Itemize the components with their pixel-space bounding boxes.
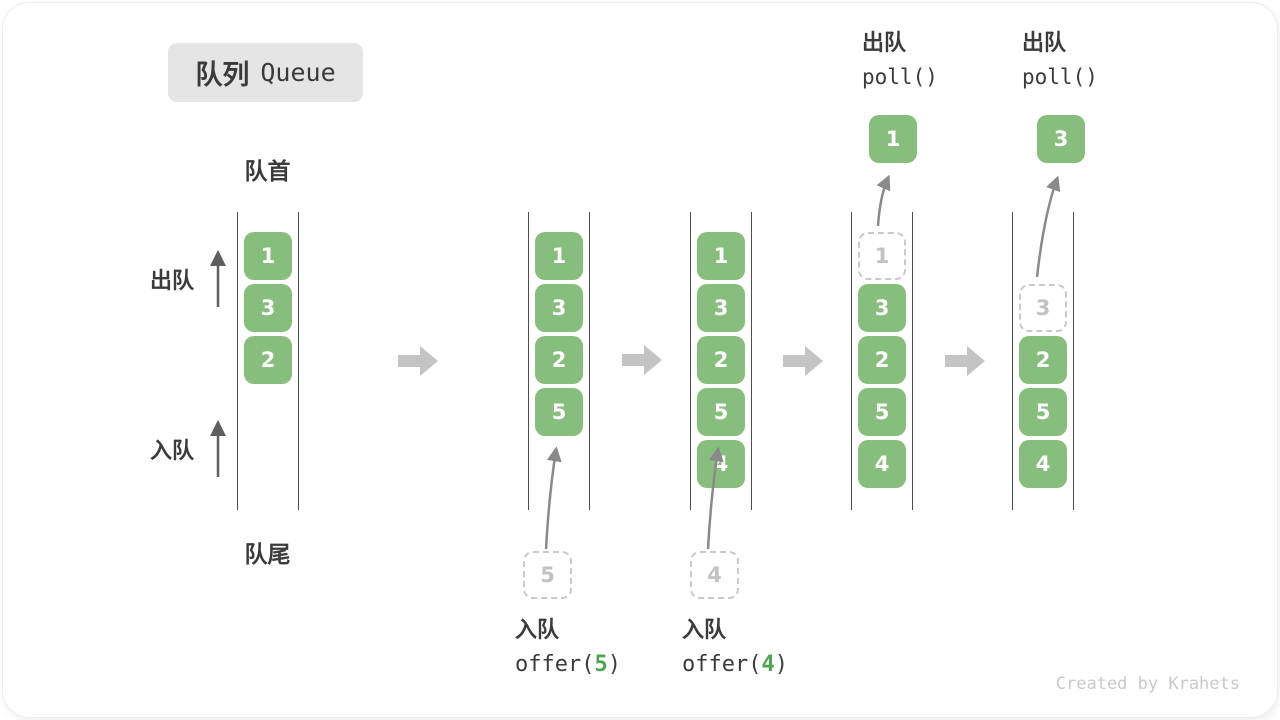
- queue-element: 3: [697, 284, 745, 332]
- diagram-card: [3, 3, 1277, 717]
- enqueue-op-code: offer(4): [682, 652, 788, 678]
- dequeue-operation-1: 出队 poll(): [862, 30, 938, 90]
- queue-front-label: 队首: [244, 158, 291, 184]
- queue-element: 1: [244, 232, 292, 280]
- dequeue-direction-label: 出队: [150, 268, 195, 293]
- queue-element: 3: [858, 284, 906, 332]
- enqueue-direction-label: 入队: [150, 438, 195, 463]
- queue-element: 4: [858, 440, 906, 488]
- queue-element: 2: [535, 336, 583, 384]
- queue-element: 5: [697, 388, 745, 436]
- queue-state-5: 3 2 5 4: [1012, 212, 1074, 510]
- enqueue-operation-4: 入队 offer(4): [682, 617, 788, 678]
- queue-element: 2: [858, 336, 906, 384]
- queue-element: 1: [697, 232, 745, 280]
- queue-state-1: 1 3 2: [237, 212, 299, 510]
- queue-rear-label: 队尾: [244, 541, 291, 567]
- code-arg: 4: [761, 652, 775, 677]
- dequeue-operation-3: 出队 poll(): [1022, 30, 1098, 90]
- code-text: ): [774, 652, 788, 677]
- queue-element: 4: [1019, 440, 1067, 488]
- queue-element: 2: [697, 336, 745, 384]
- dequeue-op-label: 出队: [1022, 30, 1067, 55]
- dequeue-op-code: poll(): [1022, 65, 1098, 89]
- queue-state-2: 1 3 2 5: [528, 212, 590, 510]
- queue-state-3: 1 3 2 5 4: [690, 212, 752, 510]
- code-text: ): [607, 652, 621, 677]
- code-arg: 5: [594, 652, 608, 677]
- popped-element-1: 1: [869, 115, 917, 163]
- removed-element-ghost: 1: [858, 232, 906, 280]
- popped-element-3: 3: [1037, 115, 1085, 163]
- queue-element: 4: [697, 440, 745, 488]
- removed-element-ghost: 3: [1019, 284, 1067, 332]
- enqueue-op-code: offer(5): [515, 652, 621, 678]
- title-zh: 队列: [195, 60, 250, 90]
- queue-element: 2: [244, 336, 292, 384]
- title-badge: 队列 Queue: [168, 43, 363, 102]
- queue-element: 3: [244, 284, 292, 332]
- enqueue-operation-5: 入队 offer(5): [515, 617, 621, 678]
- queue-element: 5: [858, 388, 906, 436]
- incoming-element-4: 4: [690, 551, 739, 599]
- queue-state-4: 1 3 2 5 4: [851, 212, 913, 510]
- code-text: offer(: [515, 652, 595, 677]
- code-text: offer(: [682, 652, 762, 677]
- dequeue-op-code: poll(): [862, 65, 938, 89]
- dequeue-op-label: 出队: [862, 30, 907, 55]
- queue-element: 5: [535, 388, 583, 436]
- incoming-element-5: 5: [523, 551, 572, 599]
- queue-element: 3: [535, 284, 583, 332]
- queue-element: 2: [1019, 336, 1067, 384]
- queue-element: 1: [535, 232, 583, 280]
- enqueue-op-label: 入队: [682, 617, 727, 642]
- enqueue-op-label: 入队: [515, 617, 560, 642]
- queue-element: 5: [1019, 388, 1067, 436]
- title-en: Queue: [260, 58, 336, 87]
- watermark: Created by Krahets: [1055, 674, 1240, 694]
